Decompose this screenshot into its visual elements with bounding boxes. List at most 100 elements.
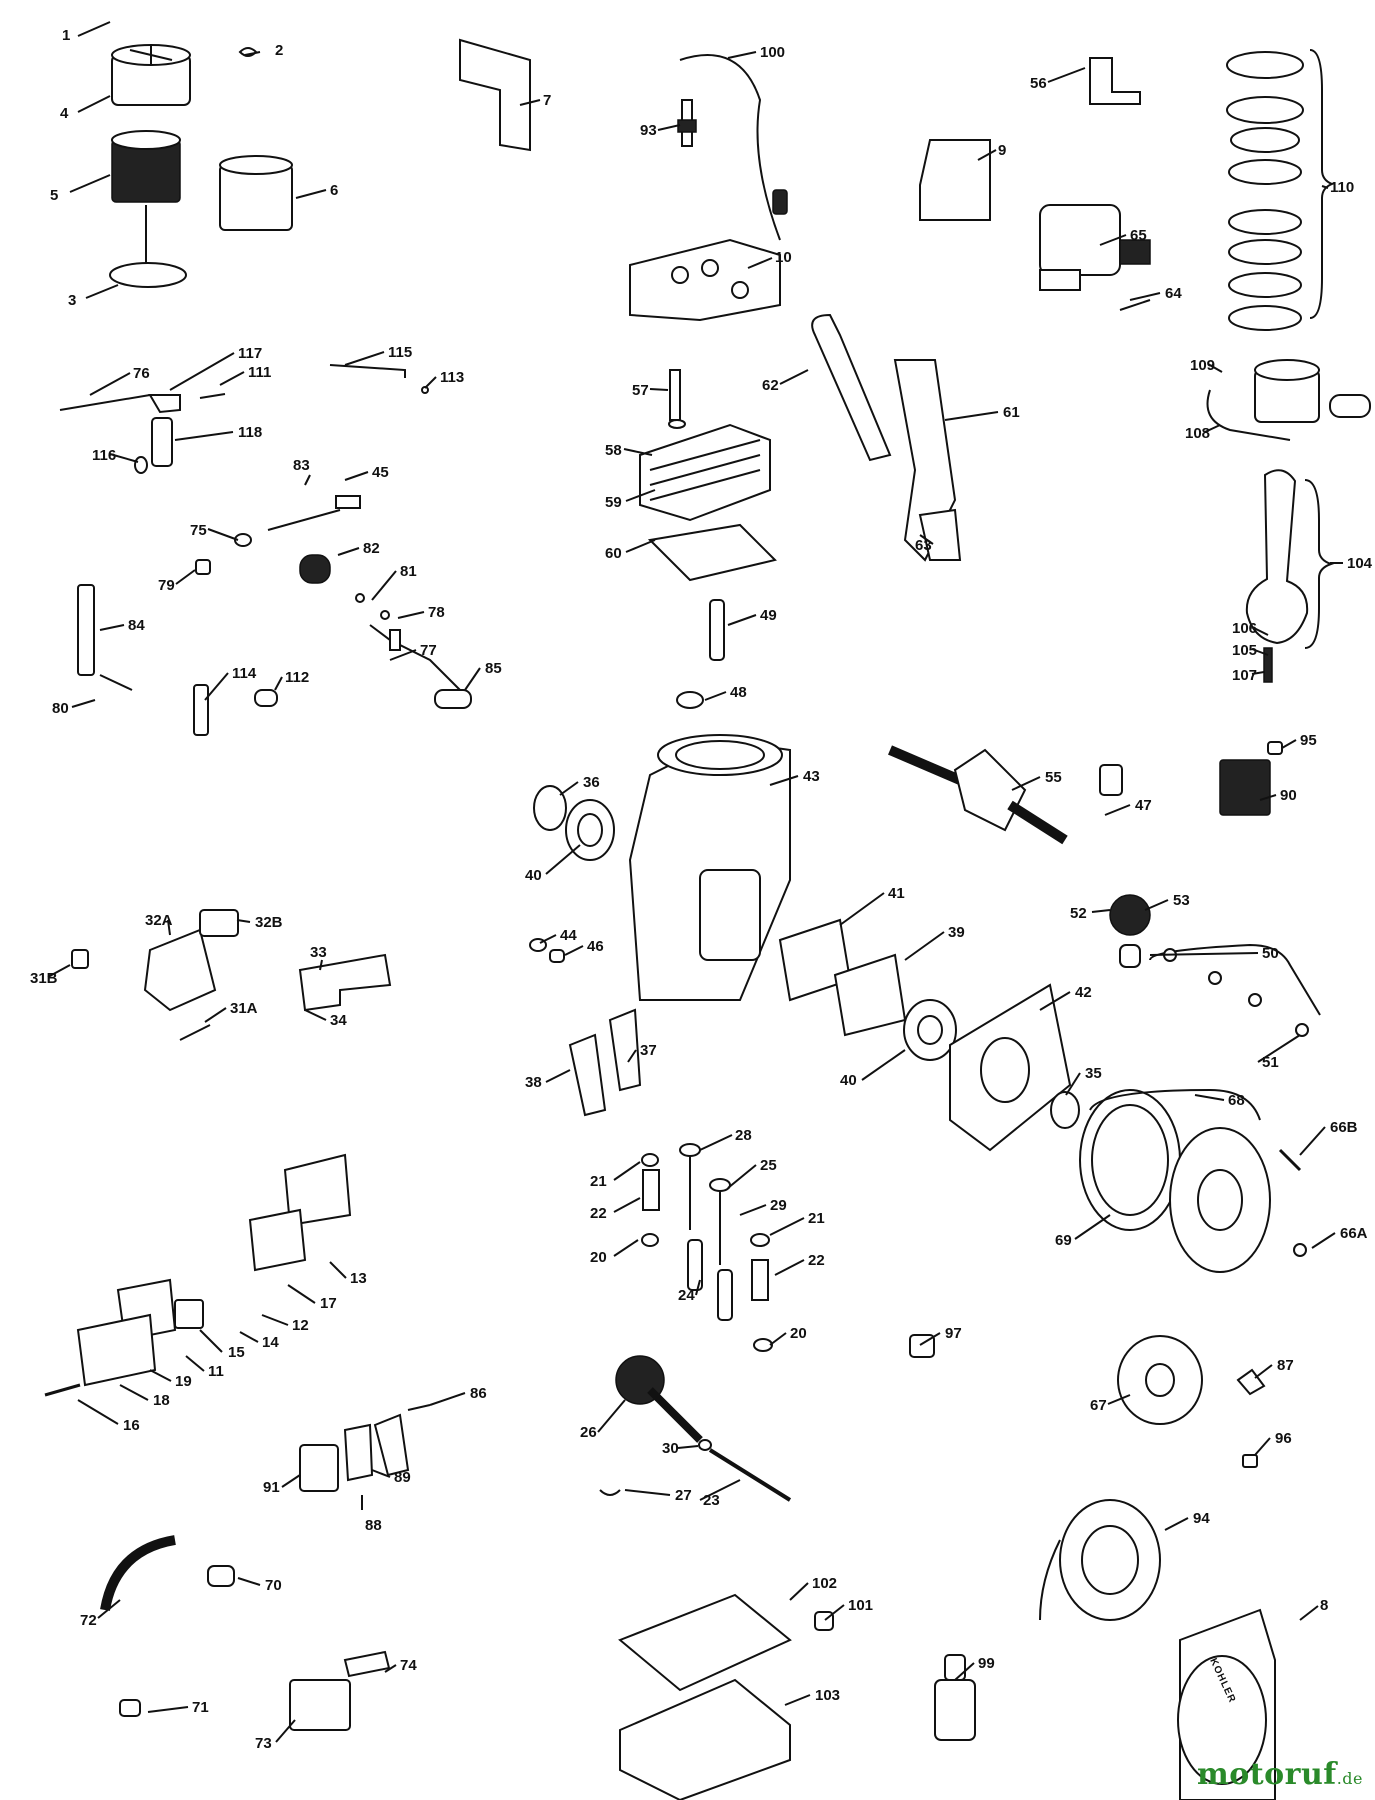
callout-p100: 100 <box>727 44 785 61</box>
callout-p38: 38 <box>525 1069 571 1091</box>
part-number-label: 21 <box>590 1173 607 1190</box>
part-number-label: 2 <box>275 42 283 59</box>
camshaft <box>599 1355 792 1502</box>
callout-p66b: 66B <box>1299 1119 1358 1156</box>
part-number-label: 100 <box>760 44 785 61</box>
part-number-label: 63 <box>915 537 932 554</box>
callout-p28: 28 <box>699 1127 752 1151</box>
part-number-label: 20 <box>790 1325 807 1342</box>
part-number-label: 102 <box>812 1575 837 1592</box>
leader-line <box>613 1197 641 1213</box>
part-number-label: 95 <box>1300 732 1317 749</box>
leader-line <box>295 189 327 199</box>
callout-p107: 107 <box>1232 667 1265 684</box>
part-number-label: 61 <box>1003 404 1020 421</box>
callout-p103: 103 <box>784 1687 840 1706</box>
callout-p55: 55 <box>1011 769 1062 791</box>
part-number-label: 31B <box>30 970 58 987</box>
part-number-label: 38 <box>525 1074 542 1091</box>
callout-p13: 13 <box>329 1261 367 1287</box>
callout-p12: 12 <box>261 1314 309 1334</box>
part-number-label: 71 <box>192 1699 209 1716</box>
leader-line <box>1107 1394 1131 1405</box>
part-number-label: 8 <box>1320 1597 1328 1614</box>
part-number-label: 28 <box>735 1127 752 1144</box>
callout-p35: 35 <box>1065 1065 1102 1096</box>
part-number-label: 37 <box>640 1042 657 1059</box>
leader-line <box>1099 234 1127 246</box>
part-number-label: 26 <box>580 1424 597 1441</box>
callout-p74: 74 <box>384 1657 417 1674</box>
part-number-label: 87 <box>1277 1357 1294 1374</box>
part-number-label: 36 <box>583 774 600 791</box>
leader-line <box>1065 1072 1081 1096</box>
leader-line <box>304 1009 327 1021</box>
part-number-label: 96 <box>1275 1430 1292 1447</box>
leader-line <box>97 1599 121 1619</box>
part-number-label: 6 <box>330 182 338 199</box>
leader-line <box>1104 804 1131 816</box>
leader-line <box>1047 67 1086 83</box>
leader-line <box>149 1369 172 1382</box>
callout-p42: 42 <box>1039 984 1092 1011</box>
leader-line <box>739 1204 767 1216</box>
callout-p102: 102 <box>789 1575 837 1601</box>
leader-line <box>304 474 311 486</box>
callout-p68: 68 <box>1194 1092 1245 1109</box>
callout-p58: 58 <box>605 442 653 459</box>
callout-p59: 59 <box>605 489 656 511</box>
part-number-label: 56 <box>1030 75 1047 92</box>
part-number-label: 52 <box>1070 905 1087 922</box>
part-number-label: 94 <box>1193 1510 1210 1527</box>
leader-line <box>623 448 653 456</box>
leader-line <box>89 372 131 396</box>
leader-line <box>1204 424 1221 433</box>
leader-line <box>77 21 111 37</box>
callout-p99: 99 <box>954 1655 995 1681</box>
leader-line <box>954 1662 975 1681</box>
callout-p108: 108 <box>1185 424 1221 442</box>
callout-p26: 26 <box>580 1399 626 1441</box>
callout-p51: 51 <box>1257 1034 1301 1071</box>
electrical-parts: KOHLER <box>909 1334 1276 1800</box>
leader-line <box>147 1706 189 1713</box>
part-number-label: 40 <box>840 1072 857 1089</box>
part-number-label: 106 <box>1232 620 1257 637</box>
leader-line <box>1207 363 1223 373</box>
piston-rings <box>1226 49 1335 331</box>
piston <box>1206 359 1371 441</box>
leader-line <box>1149 952 1259 956</box>
spark-plug-lead <box>679 54 788 241</box>
callout-p115: 115 <box>344 344 412 366</box>
leader-line <box>1254 1364 1273 1379</box>
callout-p30: 30 <box>662 1440 699 1457</box>
leader-line <box>237 1577 261 1586</box>
callout-p93: 93 <box>640 122 681 139</box>
leader-line <box>109 453 139 463</box>
part-number-label: 10 <box>775 249 792 266</box>
leader-line <box>47 964 71 978</box>
callout-p63: 63 <box>915 534 934 554</box>
callout-p47: 47 <box>1104 797 1152 816</box>
part-number-label: 43 <box>803 768 820 785</box>
part-number-label: 114 <box>232 665 257 682</box>
leader-line <box>545 844 581 875</box>
callout-p96: 96 <box>1254 1430 1292 1456</box>
pump-assembly-parts <box>44 1153 431 1731</box>
callout-p46: 46 <box>564 938 604 956</box>
part-number-label: 41 <box>888 885 905 902</box>
leader-line <box>1011 776 1041 791</box>
callout-p17: 17 <box>287 1284 337 1312</box>
part-number-label: 93 <box>640 122 657 139</box>
callout-p84: 84 <box>99 617 145 634</box>
part-number-label: 21 <box>808 1210 825 1227</box>
callout-p22a: 22 <box>590 1197 641 1222</box>
leader-line <box>1299 1126 1326 1156</box>
part-number-label: 44 <box>560 927 577 944</box>
part-number-label: 80 <box>52 700 69 717</box>
callout-p56: 56 <box>1030 67 1086 92</box>
part-number-label: 91 <box>263 1479 280 1496</box>
leader-line <box>774 1259 805 1276</box>
part-number-label: 73 <box>255 1735 272 1752</box>
callout-p61: 61 <box>944 404 1020 421</box>
